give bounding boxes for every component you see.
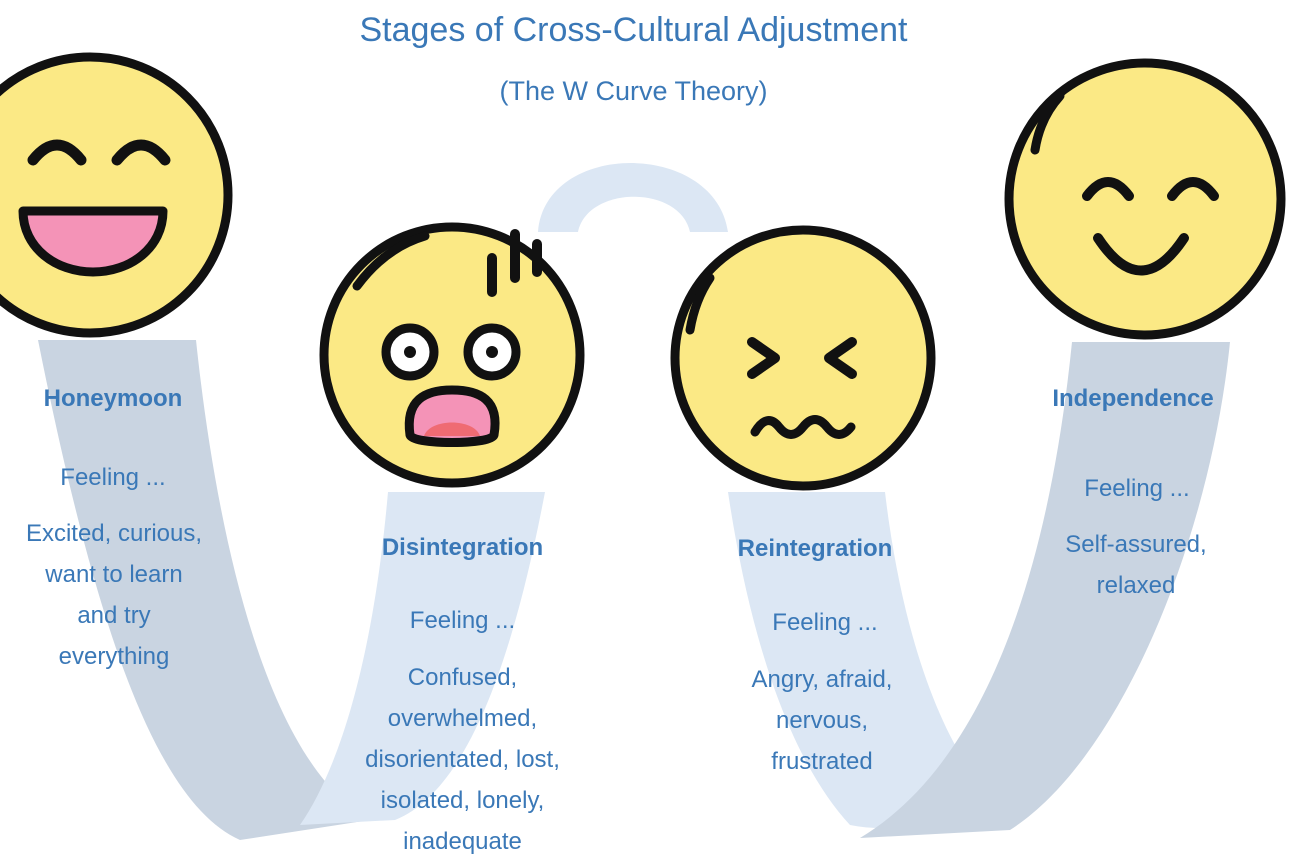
feeling-line: Confused,	[407, 664, 518, 691]
w-curve-left-descent	[38, 340, 370, 840]
stage-name-disintegration: Disintegration	[381, 534, 544, 561]
diagram-title: Stages of Cross-Cultural Adjustment	[359, 11, 908, 49]
feeling-line: Excited, curious,	[25, 520, 203, 547]
w-curve-left-ascent	[300, 492, 545, 825]
w-curve-right-ascent	[860, 342, 1230, 838]
w-curve-right-descent	[728, 492, 985, 829]
feeling-line: nervous,	[775, 707, 869, 734]
feeling-line: inadequate	[403, 828, 522, 855]
feeling-line: disorientated, lost,	[365, 746, 560, 773]
feeling-label-disintegration: Feeling ...	[409, 607, 516, 634]
feeling-line: isolated, lonely,	[380, 787, 545, 814]
feeling-line: overwhelmed,	[387, 705, 538, 732]
stage-name-honeymoon: Honeymoon	[43, 385, 183, 412]
feeling-line: everything	[58, 643, 170, 670]
diagram-subtitle: (The W Curve Theory)	[499, 76, 768, 106]
w-curve-top-arch	[538, 163, 728, 232]
distressed-face-icon	[670, 225, 936, 491]
feelings-independence: Self-assured, relaxed	[1030, 524, 1242, 606]
feelings-honeymoon: Excited, curious, want to learn and try …	[0, 513, 228, 677]
feeling-line: Angry, afraid,	[751, 666, 893, 693]
stage-name-independence: Independence	[1052, 385, 1214, 412]
shocked-face-icon	[319, 222, 585, 488]
feeling-line: Self-assured,	[1065, 531, 1207, 558]
feeling-line: want to learn	[45, 561, 183, 588]
stage-name-reintegration: Reintegration	[737, 535, 893, 562]
feeling-line: frustrated	[771, 748, 873, 775]
feeling-label-reintegration: Feeling ...	[772, 609, 878, 636]
feeling-label-independence: Feeling ...	[1084, 475, 1190, 502]
content-smile-face-icon	[1004, 58, 1286, 340]
feelings-reintegration: Angry, afraid, nervous, frustrated	[707, 659, 937, 782]
feeling-line: and try	[77, 602, 151, 629]
laughing-face-icon	[0, 52, 233, 338]
feeling-line: relaxed	[1096, 572, 1176, 599]
feeling-label-honeymoon: Feeling ...	[60, 464, 166, 491]
feelings-disintegration: Confused, overwhelmed, disorientated, lo…	[330, 657, 595, 862]
